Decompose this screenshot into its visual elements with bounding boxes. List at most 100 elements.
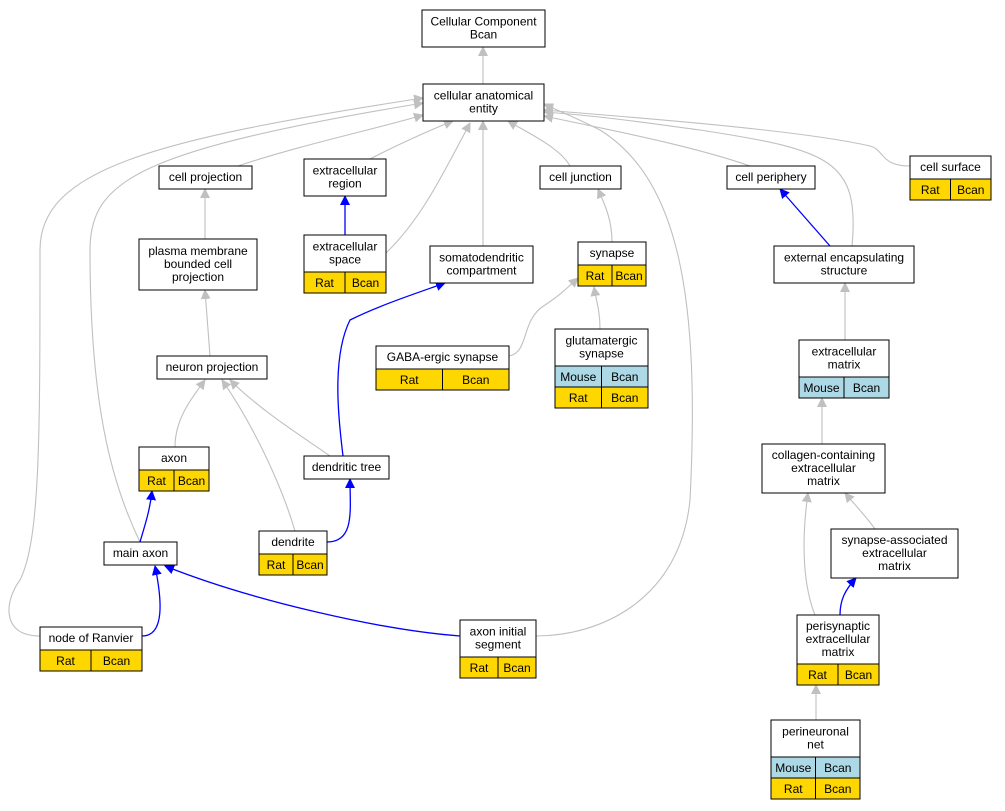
annotation-cell-label: Rat	[56, 654, 75, 668]
node-label: projection	[172, 270, 224, 284]
node-label: extracellular	[791, 461, 856, 475]
annotation-cell-label: Bcan	[615, 269, 642, 283]
node-label: Bcan	[470, 28, 497, 42]
edge-perisynaptic-matrix-to-collagen-matrix	[801, 492, 816, 616]
edge-dendrite-to-neuron-projection	[221, 379, 296, 532]
node-label: extracellular	[313, 164, 378, 178]
node-label: cell projection	[169, 170, 242, 184]
edge-synapse-associated-matrix-to-collagen-matrix	[844, 492, 876, 530]
node-box	[798, 339, 890, 378]
node-dendritic-tree[interactable]: dendritic tree	[303, 455, 390, 480]
annotation-cell-label: Bcan	[462, 373, 489, 387]
edge-glutamatergic-synapse-to-synapse	[590, 286, 601, 330]
rat-annotation-cell	[815, 777, 861, 800]
node-label: space	[329, 253, 361, 267]
annotation-cell-label: Rat	[569, 391, 588, 405]
annotation-cell-label: Rat	[267, 558, 286, 572]
node-label: segment	[475, 638, 522, 652]
node-label: cell periphery	[735, 170, 806, 184]
node-label: bounded cell	[164, 257, 232, 271]
edge-cell-periphery-to-cellular-anatomical-entity	[543, 112, 751, 167]
annotation-cell-label: Rat	[784, 782, 803, 796]
edge-axon-to-neuron-projection	[174, 379, 206, 448]
node-label: axon initial	[470, 625, 527, 639]
node-box	[138, 238, 258, 291]
node-label: dendrite	[271, 535, 315, 549]
node-label: extracellular	[806, 632, 871, 646]
edge-extracellular-space-to-cellular-anatomical-entity	[385, 122, 471, 254]
edge-dendritic-tree-to-neuron-projection	[229, 379, 331, 457]
annotation-cell-label: Bcan	[296, 558, 323, 572]
edge-dendritic-tree-to-somatodendritic	[337, 281, 446, 457]
edge-node-of-ranvier-to-main-axon	[141, 565, 162, 637]
node-main-axon[interactable]: main axon	[103, 541, 178, 566]
node-label: somatodendritic	[439, 251, 524, 265]
rat-annotation-cell	[950, 178, 992, 201]
node-cell-periphery[interactable]: cell periphery	[726, 165, 816, 190]
annotation-cell-label: Rat	[470, 661, 489, 675]
node-label: perisynaptic	[806, 619, 870, 633]
node-label: Cellular Component	[430, 15, 537, 29]
rat-annotation-cell	[292, 553, 328, 576]
node-label: cell junction	[549, 170, 612, 184]
node-cell-junction[interactable]: cell junction	[539, 165, 622, 190]
edge-gaba-synapse-to-synapse	[508, 277, 579, 357]
edge-synapse-to-cell-junction	[597, 188, 613, 243]
node-cell-projection[interactable]: cell projection	[158, 165, 253, 190]
node-label: matrix	[878, 559, 911, 573]
node-label: synapse-associated	[841, 533, 947, 547]
node-box	[421, 9, 546, 48]
node-box	[770, 719, 861, 758]
node-box	[422, 83, 545, 122]
node-label: extracellular	[313, 240, 378, 254]
annotation-cell-label: Bcan	[611, 391, 638, 405]
rat-annotation-cell	[611, 264, 647, 287]
node-box	[726, 165, 816, 190]
node-box	[796, 614, 880, 665]
edge-cell-projection-to-cellular-anatomical-entity	[237, 112, 424, 167]
annotation-cell-label: Bcan	[824, 782, 851, 796]
node-label: node of Ranvier	[49, 631, 134, 645]
edge-main-axon-to-cellular-anatomical-entity	[89, 99, 424, 543]
node-box	[429, 245, 534, 284]
annotation-cell-label: Bcan	[611, 370, 638, 384]
annotation-cell-label: Rat	[315, 276, 334, 290]
edge-dendrite-to-dendritic-tree	[326, 478, 356, 543]
rat-annotation-cell	[442, 368, 510, 391]
node-label: cell surface	[920, 160, 981, 174]
annotation-cell-label: Bcan	[178, 474, 205, 488]
rat-annotation-cell	[837, 663, 880, 686]
node-label: extracellular	[812, 345, 877, 359]
edge-external-encapsulating-to-cell-periphery	[779, 188, 831, 247]
rat-annotation-cell	[601, 386, 649, 409]
node-neuron-projection[interactable]: neuron projection	[156, 355, 268, 380]
node-label: GABA-ergic synapse	[387, 350, 499, 364]
annotation-cell-label: Bcan	[845, 668, 872, 682]
node-box	[156, 355, 268, 380]
mouse-annotation-cell	[843, 376, 890, 399]
node-label: entity	[469, 102, 498, 116]
node-label: main axon	[113, 546, 168, 560]
rat-annotation-cell	[497, 656, 537, 679]
